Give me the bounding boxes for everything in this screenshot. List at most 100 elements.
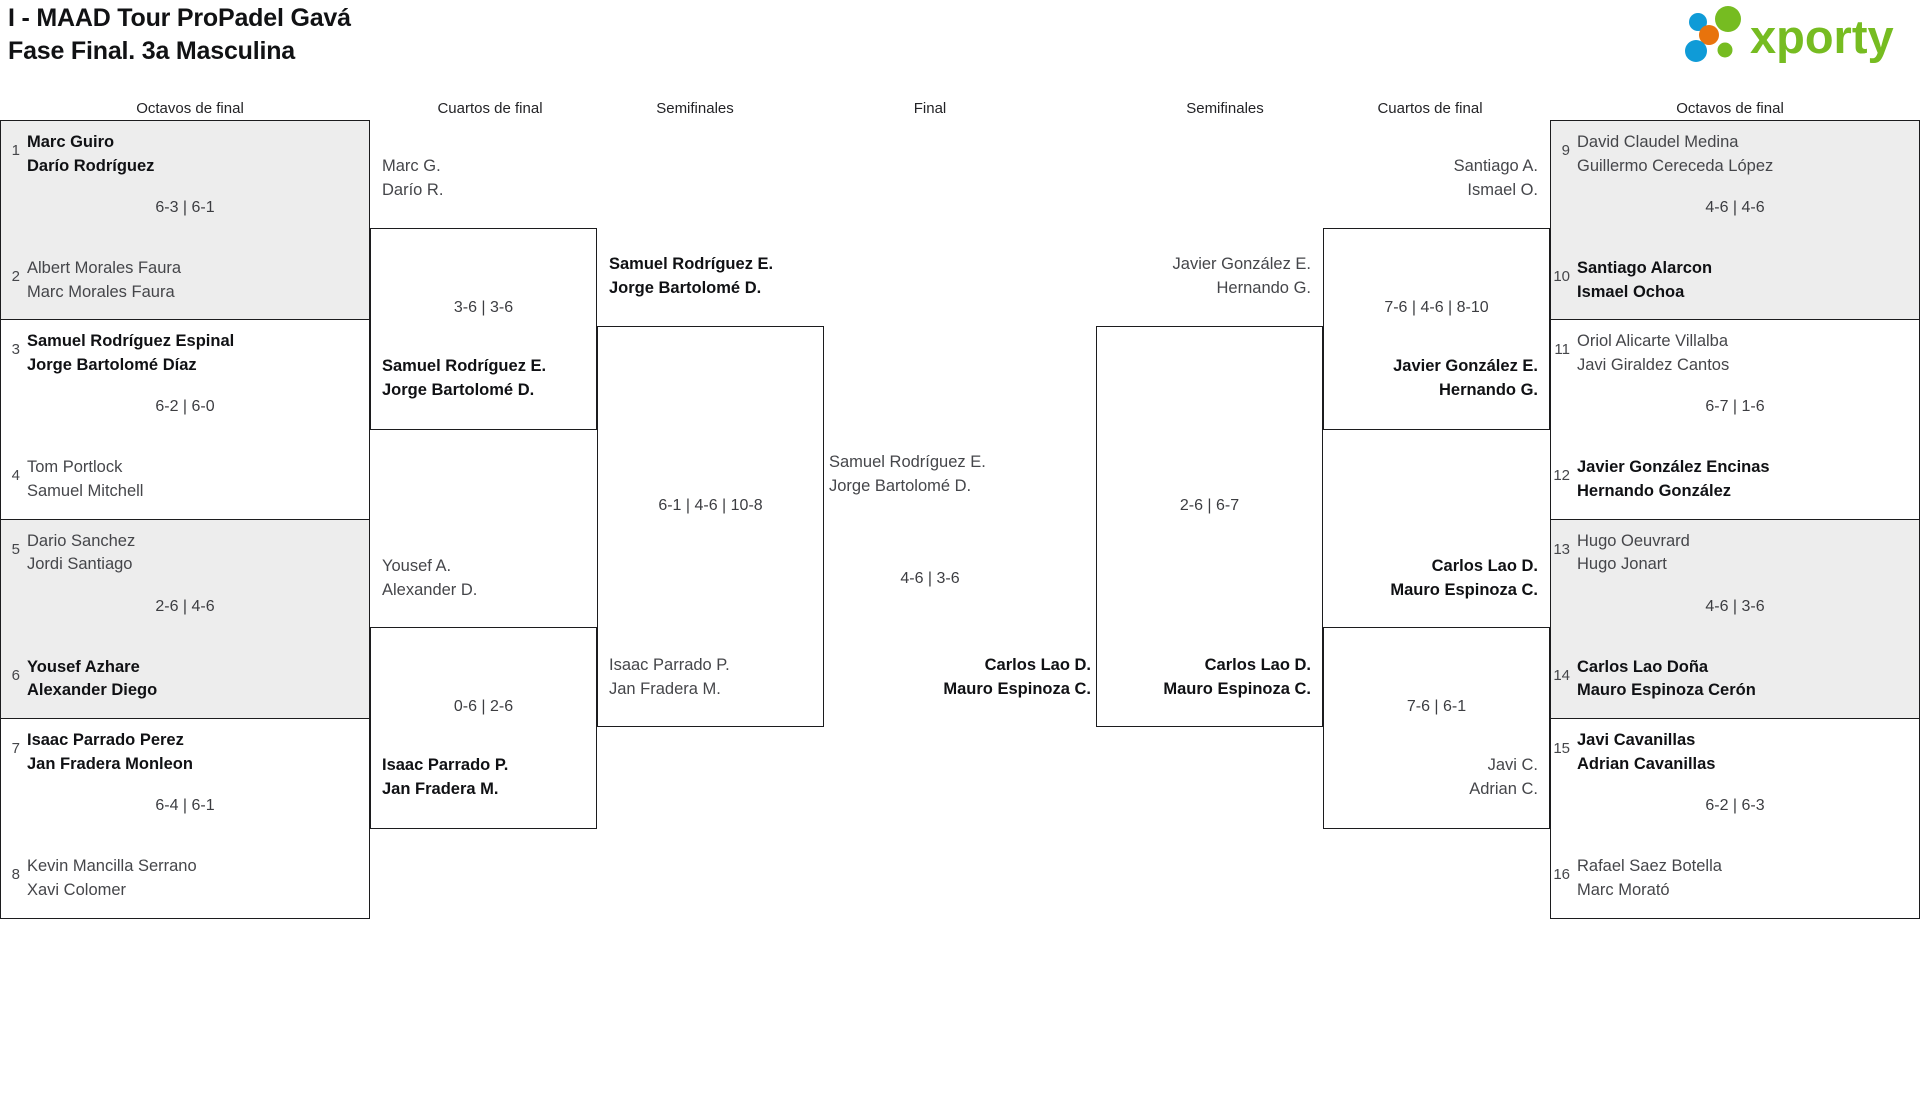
player-1: Javier González E.: [1172, 255, 1311, 273]
match-slot-top[interactable]: 15 Javi Cavanillas Adrian Cavanillas: [1551, 729, 1919, 776]
player-2: Alexander Diego: [27, 681, 158, 700]
xporty-logo[interactable]: xporty: [1676, 6, 1906, 64]
match-slot-top[interactable]: 5 Dario Sanchez Jordi Santiago: [1, 530, 369, 577]
left-qf-1-bottom-team[interactable]: Samuel Rodríguez E. Jorge Bartolomé D.: [382, 355, 546, 402]
match-box-right-qf-2[interactable]: 7-6 | 6-1: [1323, 627, 1550, 829]
left-sf-bottom-team[interactable]: Isaac Parrado P. Jan Fradera M.: [609, 654, 730, 701]
match-slot-top[interactable]: 9 David Claudel Medina Guillermo Cereced…: [1551, 131, 1919, 178]
player-2: Mauro Espinoza Cerón: [1577, 681, 1756, 700]
seed-number: 16: [1553, 866, 1570, 884]
player-2: Adrian Cavanillas: [1577, 754, 1716, 773]
match-score: 4-6 | 4-6: [1705, 199, 1765, 216]
seed-number: 15: [1553, 740, 1570, 758]
match-box-left-r16-4[interactable]: 7 Isaac Parrado Perez Jan Fradera Monleo…: [0, 718, 370, 920]
match-box-right-sf[interactable]: 2-6 | 6-7: [1096, 326, 1323, 727]
player-1: Yousef Azhare: [27, 657, 140, 676]
right-qf-1-top-team[interactable]: Santiago A. Ismael O.: [1454, 155, 1538, 202]
player-1: Carlos Lao D.: [1431, 557, 1538, 575]
match-box-right-r16-4[interactable]: 15 Javi Cavanillas Adrian Cavanillas 6-2…: [1550, 718, 1920, 920]
left-qf-2-bottom-team[interactable]: Isaac Parrado P. Jan Fradera M.: [382, 754, 508, 801]
right-qf-1-bottom-team[interactable]: Javier González E. Hernando G.: [1393, 355, 1538, 402]
match-slot-top[interactable]: 13 Hugo Oeuvrard Hugo Jonart: [1551, 530, 1919, 577]
right-qf-2-bottom-team[interactable]: Javi C. Adrian C.: [1469, 754, 1538, 801]
seed-number: 11: [1554, 341, 1570, 359]
player-1: Javi Cavanillas: [1577, 731, 1696, 750]
player-1: Dario Sanchez: [27, 531, 136, 550]
seed-number: 5: [11, 540, 20, 558]
match-slot-bottom[interactable]: 10 Santiago Alarcon Ismael Ochoa: [1551, 257, 1919, 304]
title-line-2: Fase Final. 3a Masculina: [8, 37, 295, 65]
player-2: Jan Fradera M.: [382, 779, 499, 798]
left-sf-top-team[interactable]: Samuel Rodríguez E. Jorge Bartolomé D.: [609, 253, 773, 300]
final-bottom-team[interactable]: Carlos Lao D. Mauro Espinoza C.: [943, 654, 1091, 701]
match-box-right-r16-1[interactable]: 9 David Claudel Medina Guillermo Cereced…: [1550, 120, 1920, 321]
match-slot-top[interactable]: 11 Oriol Alicarte Villalba Javi Giraldez…: [1551, 330, 1919, 377]
match-score: 7-6 | 6-1: [1406, 698, 1467, 715]
match-box-left-r16-2[interactable]: 3 Samuel Rodríguez Espinal Jorge Bartolo…: [0, 319, 370, 521]
right-sf-bottom-team[interactable]: Carlos Lao D. Mauro Espinoza C.: [1163, 654, 1311, 701]
player-2: Mauro Espinoza C.: [943, 679, 1091, 698]
team-names: Javier González Encinas Hernando Gonzále…: [1577, 456, 1770, 503]
player-2: Marc Morales Faura: [27, 282, 175, 301]
team-names: Rafael Saez Botella Marc Morató: [1577, 855, 1722, 902]
player-1: Javier González E.: [1393, 357, 1538, 375]
team-names: David Claudel Medina Guillermo Cereceda …: [1577, 131, 1773, 178]
player-1: Isaac Parrado Perez: [27, 731, 184, 750]
match-score: 6-2 | 6-0: [155, 398, 215, 416]
left-qf-2-top-team[interactable]: Yousef A. Alexander D.: [382, 555, 477, 602]
seed-number: 13: [1553, 540, 1570, 558]
match-box-left-qf-2[interactable]: 0-6 | 2-6: [370, 627, 597, 829]
match-box-left-r16-1[interactable]: 1 Marc Guiro Darío Rodríguez 6-3 | 6-1 2…: [0, 120, 370, 321]
match-slot-bottom[interactable]: 2 Albert Morales Faura Marc Morales Faur…: [1, 257, 369, 304]
player-1: Tom Portlock: [27, 458, 123, 477]
team-names: Tom Portlock Samuel Mitchell: [27, 456, 143, 503]
match-score: 7-6 | 4-6 | 8-10: [1384, 299, 1489, 316]
player-1: Hugo Oeuvrard: [1577, 531, 1690, 550]
logo-dots: [1685, 6, 1741, 62]
match-slot-bottom[interactable]: 6 Yousef Azhare Alexander Diego: [1, 656, 369, 703]
match-slot-bottom[interactable]: 4 Tom Portlock Samuel Mitchell: [1, 456, 369, 503]
team-names: Samuel Rodríguez Espinal Jorge Bartolomé…: [27, 330, 234, 377]
player-2: Xavi Colomer: [27, 880, 127, 899]
match-box-right-qf-1[interactable]: 7-6 | 4-6 | 8-10: [1323, 228, 1550, 430]
match-box-left-r16-3[interactable]: 5 Dario Sanchez Jordi Santiago 2-6 | 4-6…: [0, 518, 370, 720]
team-names: Marc Guiro Darío Rodríguez: [27, 131, 154, 178]
column-header-semifinales-left: Semifinales: [656, 100, 734, 117]
team-names: Javi Cavanillas Adrian Cavanillas: [1577, 729, 1715, 776]
player-2: Jorge Bartolomé D.: [829, 476, 972, 495]
match-slot-top[interactable]: 3 Samuel Rodríguez Espinal Jorge Bartolo…: [1, 330, 369, 377]
left-qf-1-top-team[interactable]: Marc G. Darío R.: [382, 155, 443, 202]
player-1: Javier González Encinas: [1577, 458, 1770, 477]
match-slot-bottom[interactable]: 12 Javier González Encinas Hernando Gonz…: [1551, 456, 1919, 503]
match-box-right-r16-2[interactable]: 11 Oriol Alicarte Villalba Javi Giraldez…: [1550, 319, 1920, 521]
player-1: Albert Morales Faura: [27, 259, 182, 277]
match-slot-bottom[interactable]: 16 Rafael Saez Botella Marc Morató: [1551, 855, 1919, 902]
right-sf-top-team[interactable]: Javier González E. Hernando G.: [1173, 253, 1311, 300]
match-box-left-sf[interactable]: 6-1 | 4-6 | 10-8: [597, 326, 824, 727]
match-slot-top[interactable]: 7 Isaac Parrado Perez Jan Fradera Monleo…: [1, 729, 369, 776]
player-2: Jorge Bartolomé D.: [382, 380, 535, 399]
team-names: Dario Sanchez Jordi Santiago: [27, 530, 135, 577]
right-qf-2-top-team[interactable]: Carlos Lao D. Mauro Espinoza C.: [1390, 555, 1538, 602]
match-box-left-qf-1[interactable]: 3-6 | 3-6: [370, 228, 597, 430]
player-2: Jordi Santiago: [27, 555, 133, 574]
match-slot-top[interactable]: 1 Marc Guiro Darío Rodríguez: [1, 131, 369, 178]
player-2: Mauro Espinoza C.: [1390, 580, 1538, 599]
team-names: Oriol Alicarte Villalba Javi Giraldez Ca…: [1577, 330, 1729, 377]
team-names: Carlos Lao Doña Mauro Espinoza Cerón: [1577, 656, 1756, 703]
match-box-right-r16-3[interactable]: 13 Hugo Oeuvrard Hugo Jonart 4-6 | 3-6 1…: [1550, 518, 1920, 720]
page-header: I - MAAD Tour ProPadel Gavá Fase Final. …: [0, 0, 1920, 90]
player-2: Hernando González: [1577, 481, 1732, 500]
player-2: Jorge Bartolomé D.: [609, 278, 762, 297]
match-score: 2-6 | 4-6: [155, 597, 215, 615]
match-score: 6-3 | 6-1: [155, 199, 215, 216]
player-1: Oriol Alicarte Villalba: [1577, 332, 1729, 351]
match-slot-bottom[interactable]: 8 Kevin Mancilla Serrano Xavi Colomer: [1, 855, 369, 902]
player-1: Yousef A.: [382, 557, 452, 575]
match-slot-bottom[interactable]: 14 Carlos Lao Doña Mauro Espinoza Cerón: [1551, 656, 1919, 703]
final-top-team[interactable]: Samuel Rodríguez E. Jorge Bartolomé D.: [829, 451, 986, 498]
team-names: Santiago Alarcon Ismael Ochoa: [1577, 257, 1712, 304]
player-2: Marc Morató: [1577, 880, 1670, 899]
player-1: Samuel Rodríguez E.: [829, 453, 986, 471]
seed-number: 6: [11, 666, 20, 684]
